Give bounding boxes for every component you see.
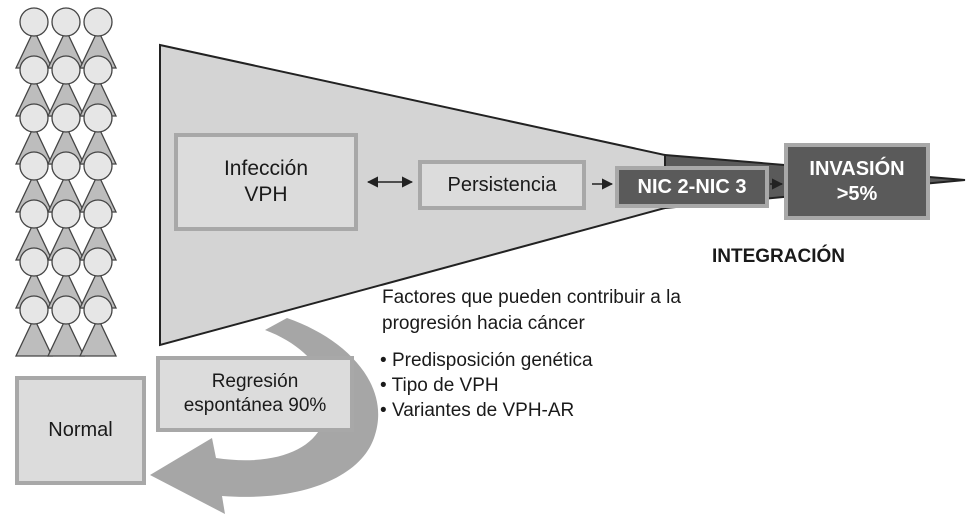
invasion-label: INVASIÓN >5% — [809, 157, 905, 205]
normal-box — [15, 376, 146, 485]
persistence-box — [418, 160, 586, 210]
nic-label: NIC 2-NIC 3 — [637, 175, 747, 198]
factors-heading: Factores que pueden contribuir a la prog… — [382, 287, 681, 334]
persistence-label: Persistencia — [447, 173, 557, 196]
normal-label: Normal — [48, 419, 113, 441]
invasion-box — [784, 143, 930, 220]
integration-label: INTEGRACIÓN — [712, 246, 845, 267]
list-item: • Variantes de VPH-AR — [380, 400, 575, 421]
infection-label: Infección VPH — [223, 156, 309, 206]
list-item: • Predisposición genética — [380, 350, 593, 371]
infection-box — [174, 133, 358, 231]
regression-label: Regresión espontánea 90% — [183, 371, 327, 416]
regression-box — [156, 356, 354, 432]
list-item: • Tipo de VPH — [380, 375, 499, 396]
nic-box — [615, 166, 769, 208]
cell-stack-icon — [14, 7, 118, 357]
factors-list: • Predisposición genética • Tipo de VPH … — [380, 348, 593, 423]
